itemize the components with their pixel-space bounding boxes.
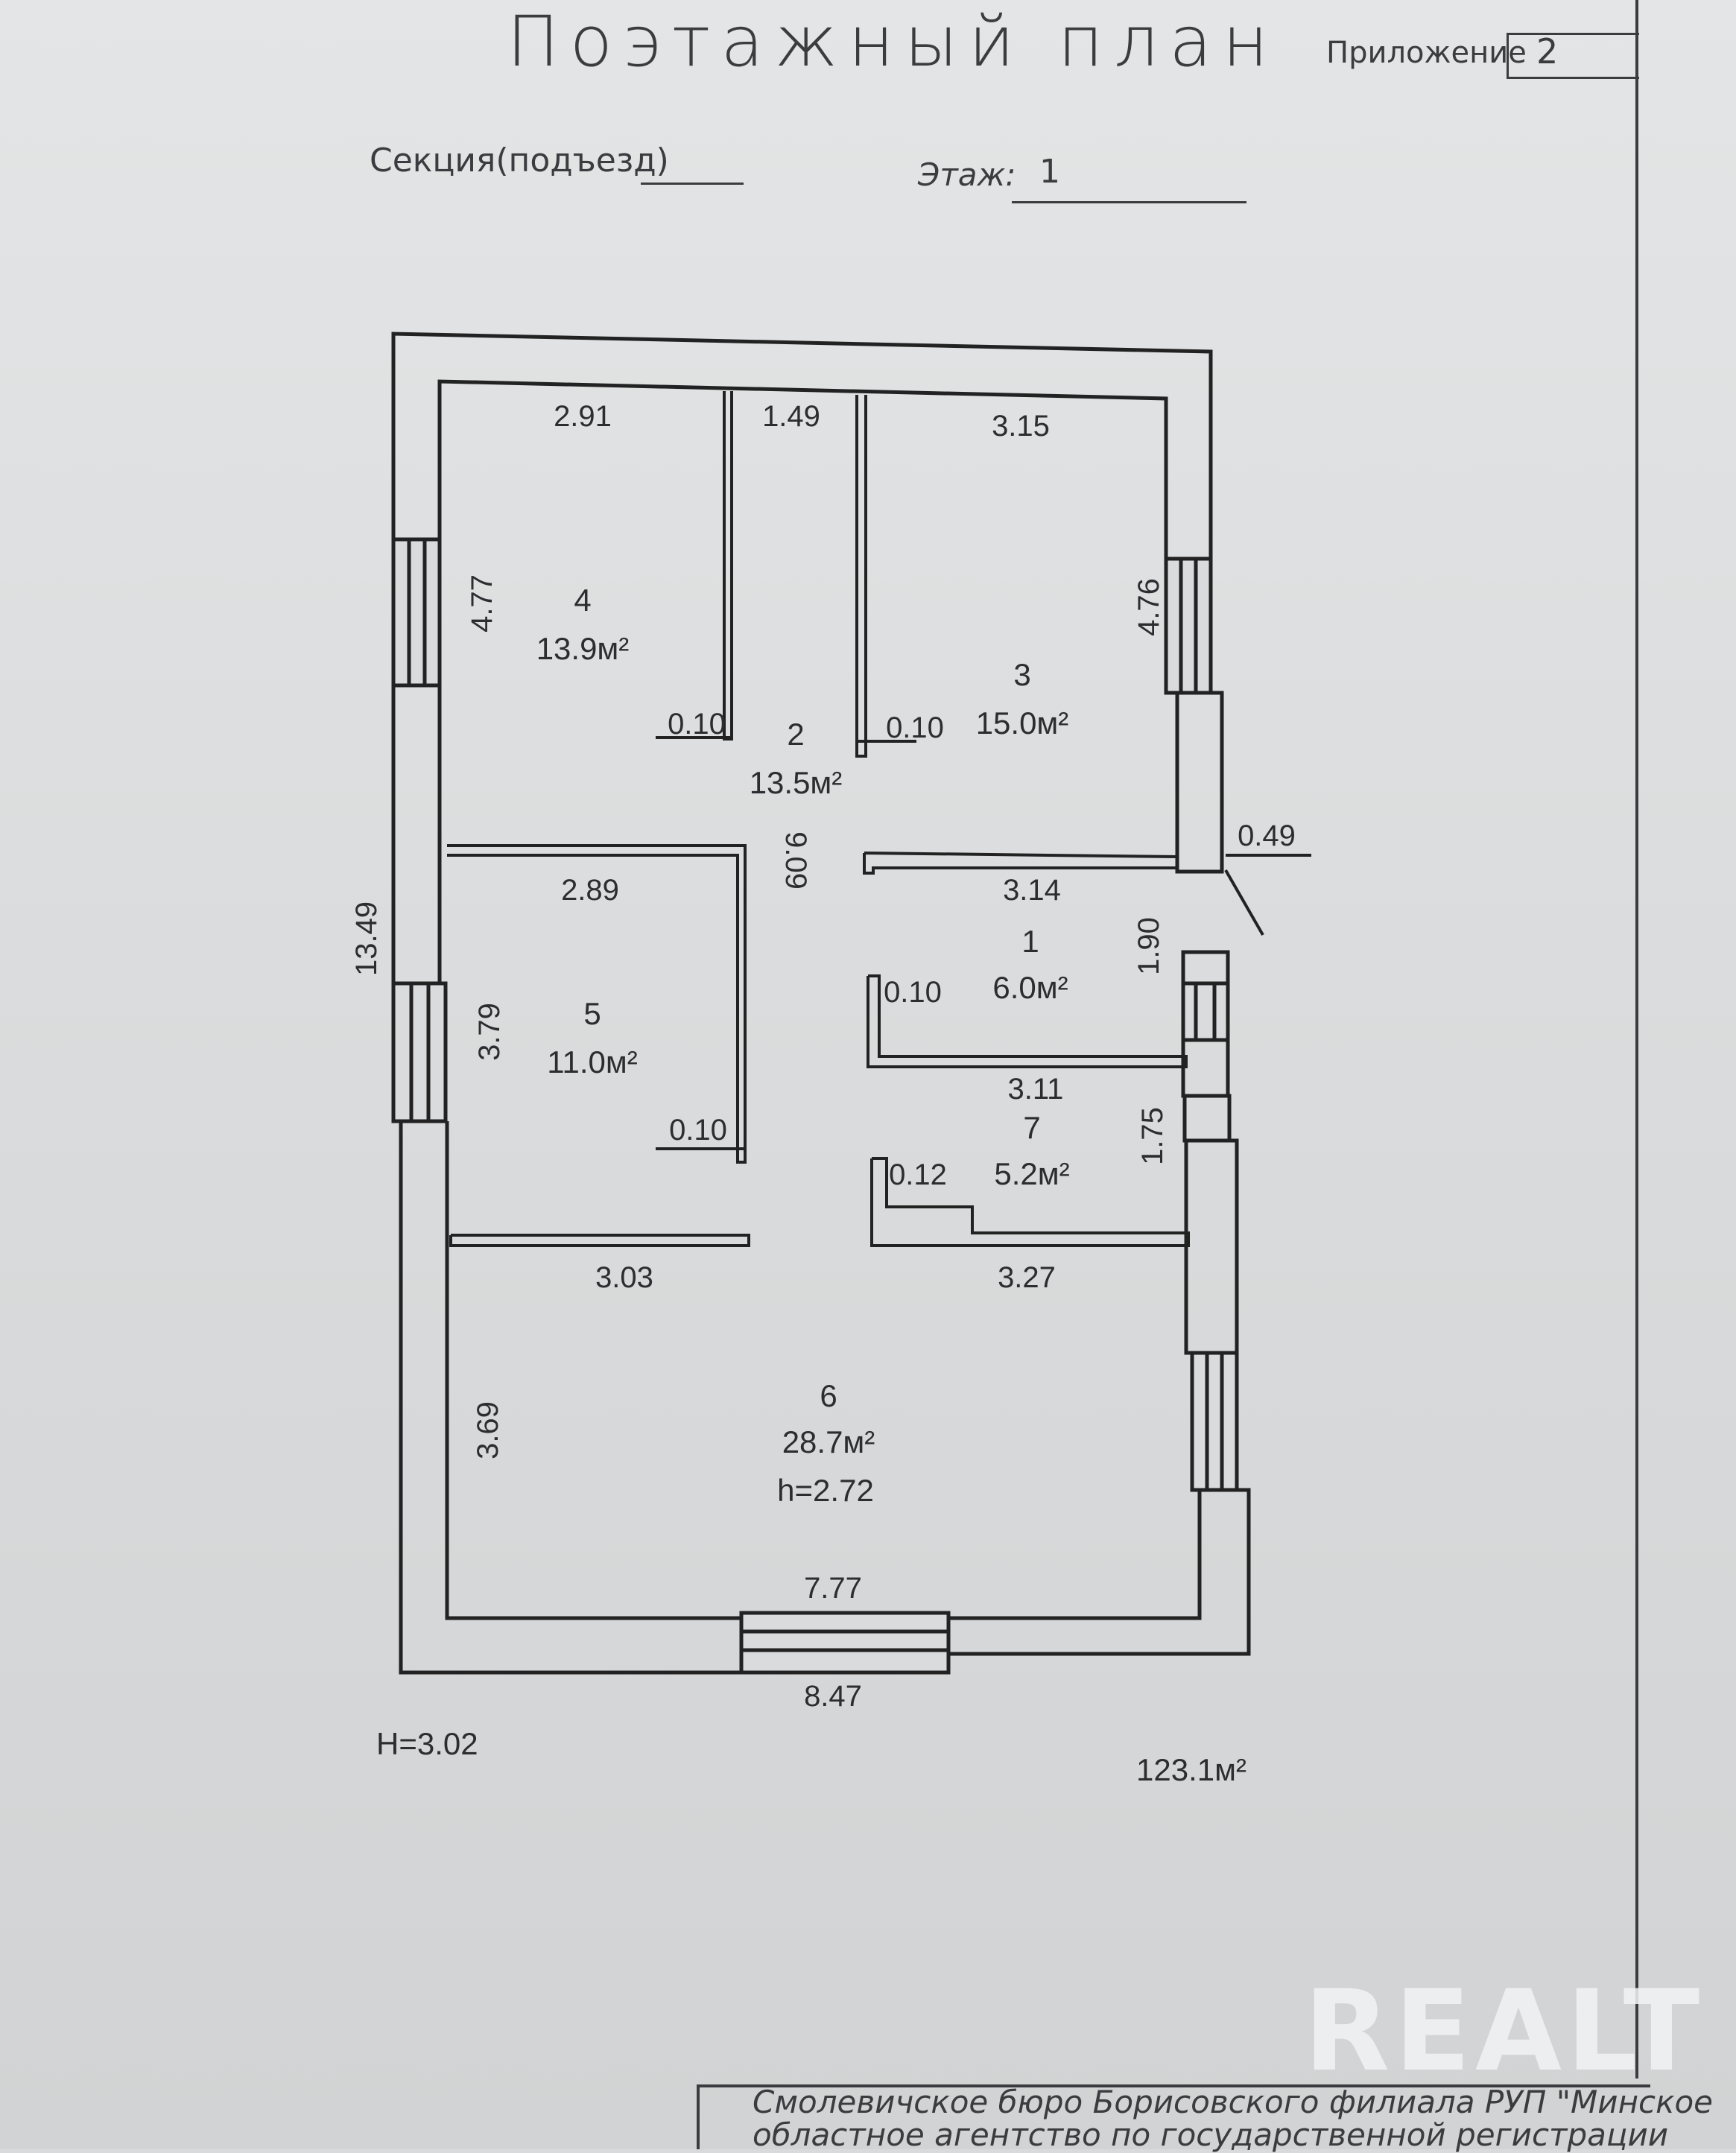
outer-wall-left-inner	[445, 1121, 741, 1620]
window-right-2	[1181, 981, 1230, 1042]
frame-border-right	[1635, 0, 1638, 2079]
window-left-1	[391, 537, 442, 688]
partition-room5-room6	[449, 1234, 750, 1247]
building-height: H=3.02	[376, 1726, 478, 1761]
window-right-4	[1190, 1351, 1239, 1492]
title-block-border	[697, 2084, 1650, 2087]
room-7-area: 5.2м²	[994, 1156, 1069, 1191]
outer-wall-left-b	[391, 685, 442, 986]
room-5-area: 11.0м²	[547, 1044, 638, 1079]
partition-room4-hall	[723, 391, 733, 741]
room-1-area: 6.0м²	[992, 970, 1068, 1005]
title-block-line-2: областное агентство по государственной р…	[753, 2116, 1669, 2153]
dim-hall-length: 9.09	[779, 831, 812, 890]
dim-partition-e: 0.12	[889, 1158, 947, 1191]
dimension-labels: 2.91 1.49 3.15 4.77 4.76 0.10 0.10 0.49 …	[350, 400, 1296, 1713]
floor-label: Этаж:	[918, 156, 1016, 193]
dim-room6-width-right: 3.27	[998, 1261, 1056, 1294]
dim-inner-width: 7.77	[804, 1572, 862, 1605]
section-underline	[641, 183, 744, 185]
outer-wall-right-d	[1184, 1138, 1239, 1355]
dim-outer-length: 13.49	[350, 901, 383, 976]
window-right-3	[1182, 1094, 1232, 1143]
partition-hall-room3	[855, 395, 867, 758]
page-title: Поэтажный план	[507, 1, 1279, 83]
room-2-number: 2	[787, 717, 804, 752]
interior-partitions	[447, 391, 1311, 1247]
dim-partition-d: 0.10	[669, 1114, 727, 1147]
dim-outer-wall: 0.49	[1238, 819, 1296, 852]
room-6-area: 28.7м²	[782, 1424, 875, 1459]
section-label: Секция(подъезд)	[370, 142, 669, 180]
room-7-number: 7	[1023, 1110, 1040, 1145]
dim-room6-depth: 3.69	[472, 1401, 504, 1459]
partition-room1-room7	[867, 974, 1188, 1068]
title-block-line-1: Смолевичское бюро Борисовского филиала Р…	[753, 2084, 1714, 2120]
dim-room7-depth: 1.75	[1136, 1107, 1169, 1165]
summary-labels: H=3.02 123.1м²	[376, 1726, 1246, 1787]
annex-number: 2	[1536, 31, 1559, 72]
partition-room7-room6	[870, 1157, 1190, 1247]
room-3-number: 3	[1013, 657, 1030, 692]
dim-room3-width: 3.15	[992, 410, 1050, 443]
outer-wall-right-b	[1181, 950, 1230, 986]
dim-room1-width: 3.14	[1003, 874, 1061, 907]
dim-partition-c: 0.10	[884, 976, 942, 1009]
dim-room3-depth: 4.76	[1132, 578, 1165, 636]
room-6-height: h=2.72	[777, 1473, 874, 1508]
title-block-text: Смолевичское бюро Борисовского филиала Р…	[753, 2086, 1713, 2152]
room-5-number: 5	[583, 996, 601, 1031]
room-4-area: 13.9м²	[536, 631, 630, 666]
room-6-number: 6	[820, 1378, 837, 1413]
outer-walls	[391, 332, 1251, 1675]
room-2-area: 13.5м²	[750, 765, 843, 800]
dim-room4-width: 2.91	[554, 400, 612, 433]
annex-box	[1507, 33, 1639, 79]
dim-room5-width: 2.89	[561, 874, 619, 907]
title-block-divider	[697, 2084, 700, 2149]
outer-wall-left-c	[399, 1121, 741, 1675]
room-1-number: 1	[1021, 924, 1039, 959]
dim-partition-b: 0.10	[886, 711, 944, 744]
room-3-area: 15.0м²	[976, 705, 1069, 741]
dim-partition-a: 0.10	[668, 708, 726, 741]
floor-underline	[1012, 201, 1246, 203]
partition-hall-room1	[863, 852, 1179, 875]
dim-hall-width: 1.49	[762, 400, 820, 433]
window-left-2	[391, 981, 448, 1123]
outer-wall-top	[391, 332, 1213, 559]
outer-wall-inner-top	[437, 379, 1168, 559]
dim-room5-depth: 3.79	[473, 1003, 506, 1061]
outer-wall-bottom-right	[946, 1488, 1251, 1656]
room-labels: 4 13.9м² 2 13.5м² 3 15.0м² 5 11.0м² 1 6.…	[536, 583, 1070, 1508]
annex-label: Приложение	[1326, 36, 1527, 70]
dim-room7-width: 3.11	[1008, 1073, 1064, 1106]
partition-room4-room5	[447, 844, 747, 1164]
outer-wall-right-a	[1175, 691, 1224, 874]
dim-room1-depth: 1.90	[1132, 917, 1165, 975]
window-right-1	[1164, 557, 1213, 695]
dim-room4-depth: 4.77	[466, 574, 498, 632]
floor-number: 1	[1039, 153, 1060, 191]
watermark-logo: REALT	[1304, 1967, 1705, 2096]
room-4-number: 4	[574, 583, 591, 618]
total-area: 123.1м²	[1136, 1752, 1246, 1787]
dim-room6-width-left: 3.03	[595, 1261, 653, 1294]
dim-outer-width: 8.47	[804, 1680, 862, 1713]
window-bottom	[739, 1611, 951, 1675]
outer-wall-right-c	[1181, 1038, 1230, 1098]
